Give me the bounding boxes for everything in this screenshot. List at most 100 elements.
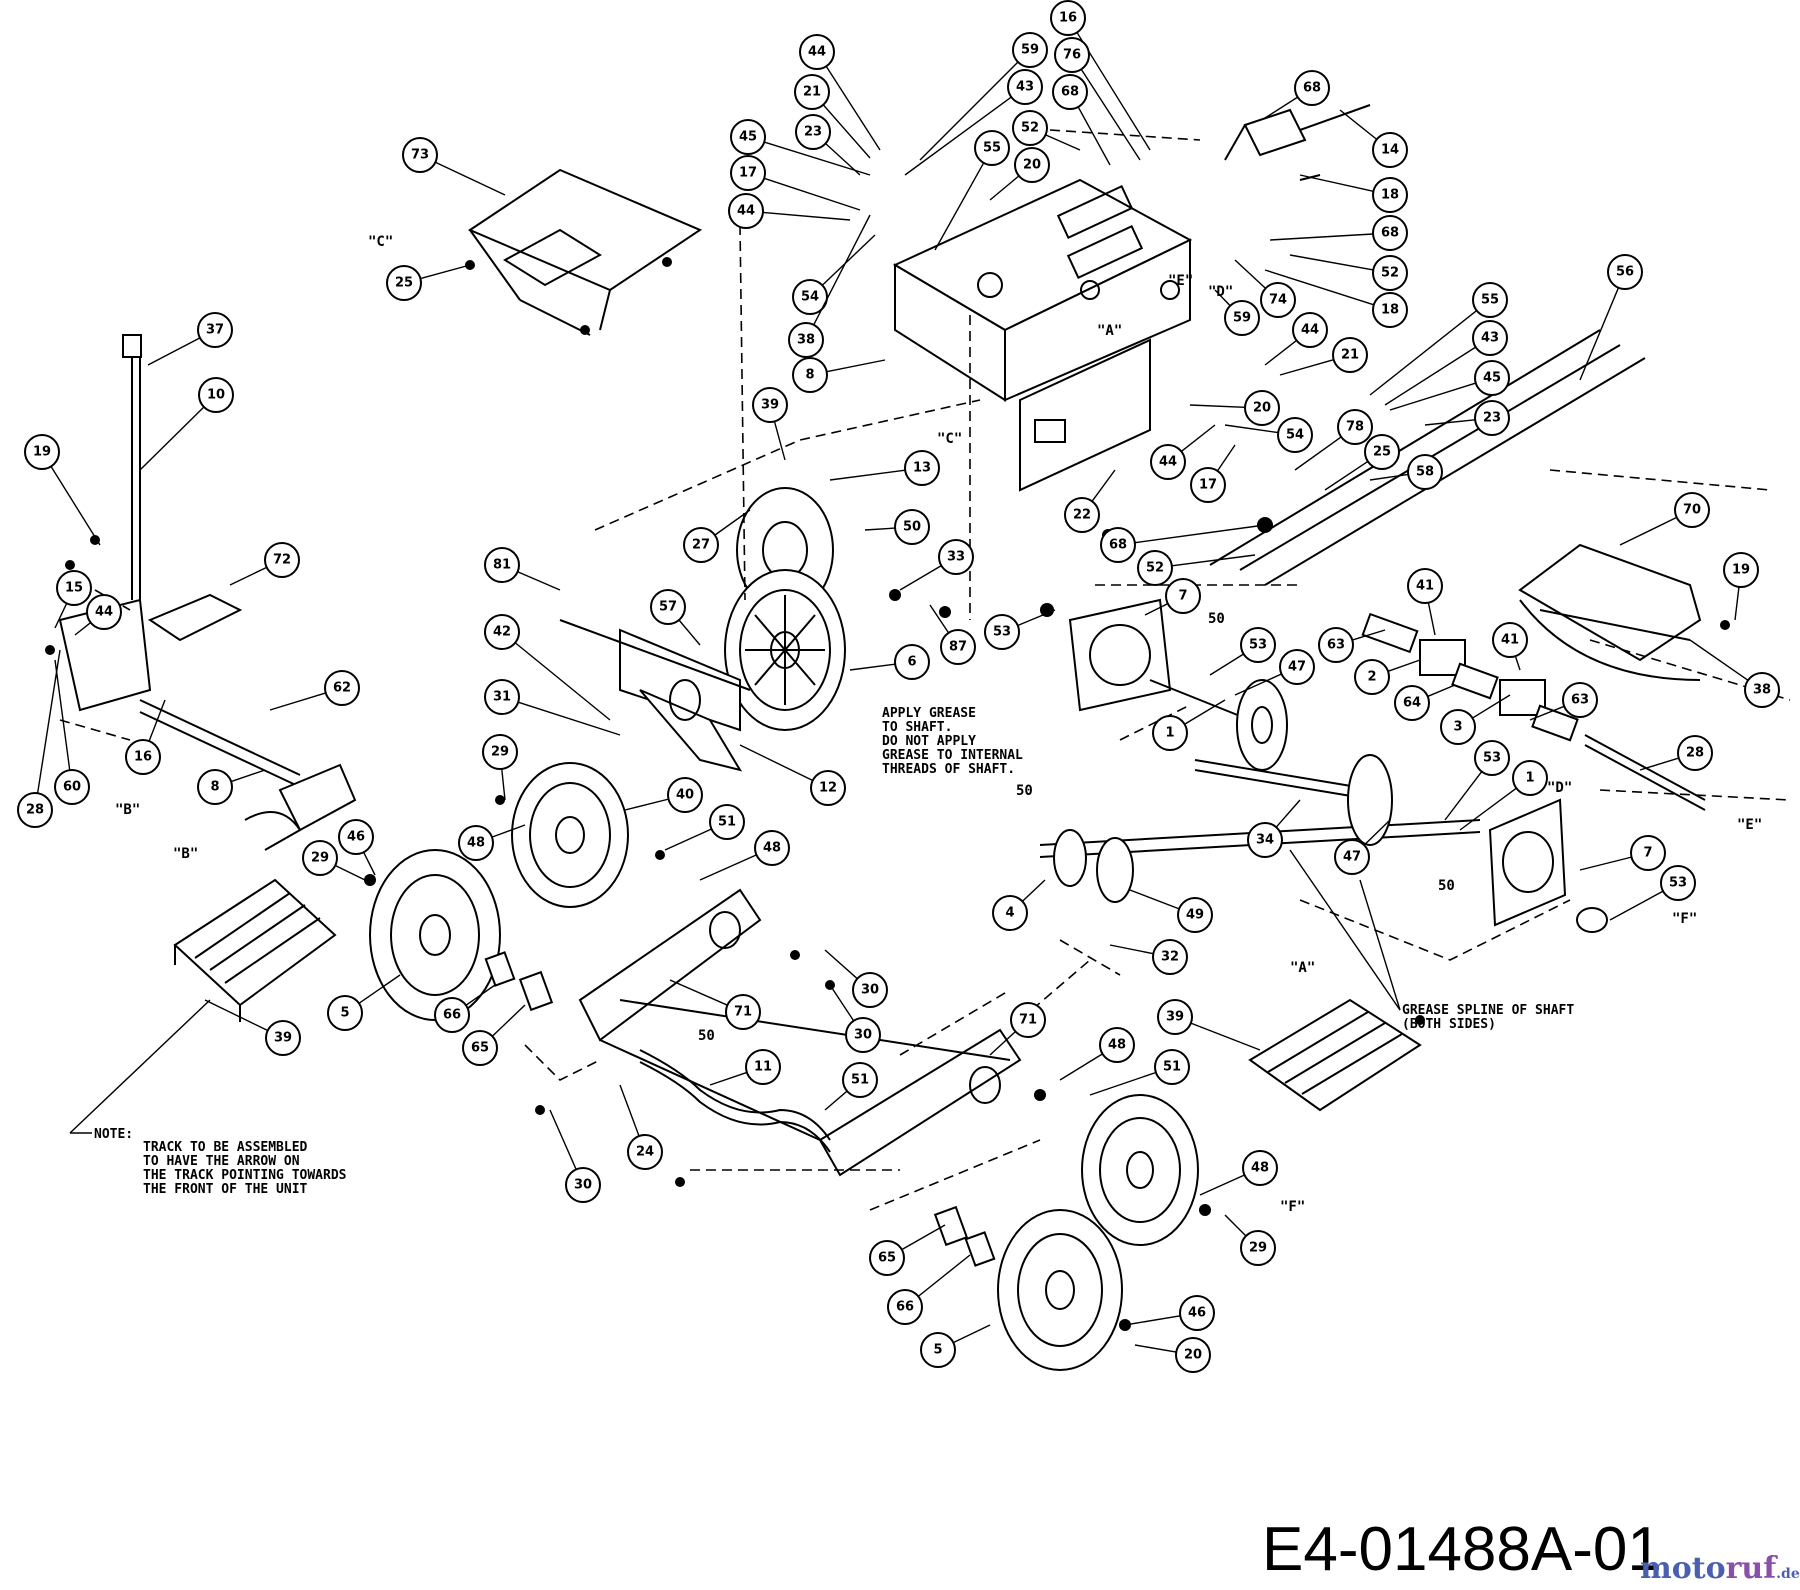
note-line: TO SHAFT.	[882, 720, 952, 735]
callout-circle	[904, 450, 940, 486]
callout-leader	[1209, 653, 1244, 676]
callout-leader	[699, 854, 757, 881]
callout-6: 6	[849, 644, 930, 680]
watermark-logo: motoruf.de	[1640, 1551, 1800, 1586]
callout-8: 8	[792, 357, 886, 393]
callout-leader	[825, 65, 881, 151]
callout-leader	[229, 566, 267, 586]
callout-87: 87	[929, 604, 976, 665]
callout-4: 4	[992, 879, 1046, 931]
callout-leader	[1045, 134, 1081, 151]
callout-number: 12	[819, 781, 837, 796]
callout-circle	[1137, 550, 1173, 586]
callout-circle	[1492, 622, 1528, 658]
note-title: NOTE:	[94, 1127, 133, 1142]
callout-number: 52	[1021, 121, 1039, 136]
callout-leader	[824, 949, 858, 980]
callout-25: 25	[386, 264, 471, 301]
callout-circle	[940, 629, 976, 665]
callout-21: 21	[794, 74, 871, 159]
callout-number: 51	[851, 1073, 869, 1088]
callout-circle	[1175, 1337, 1211, 1373]
note-line: THREADS OF SHAFT.	[882, 762, 1015, 777]
callout-leader	[1089, 1071, 1157, 1096]
callout-number: 60	[63, 780, 81, 795]
callout-leader	[50, 466, 101, 546]
callout-28: 28	[17, 649, 61, 828]
callout-number: 8	[805, 368, 814, 383]
callout-number: 1	[1525, 771, 1534, 786]
callout-number: 24	[636, 1145, 654, 1160]
callout-number: 52	[1146, 561, 1164, 576]
callout-leader	[824, 1090, 848, 1111]
wheel-5-left	[369, 849, 501, 1021]
callout-45: 45	[1389, 360, 1510, 411]
callout-59: 59	[1214, 289, 1260, 336]
callout-circle	[1372, 177, 1408, 213]
shift-lever-10	[58, 334, 243, 712]
callout-circle	[842, 1062, 878, 1098]
callout-number: 48	[467, 836, 485, 851]
callout-40: 40	[624, 777, 703, 813]
callout-number: 2	[1367, 670, 1376, 685]
callout-leader	[362, 851, 376, 876]
callout-leader	[904, 96, 1012, 176]
callout-circle	[1064, 497, 1100, 533]
callout-leader	[1352, 629, 1386, 641]
callout-leader	[139, 406, 205, 471]
callout-5: 5	[920, 1324, 991, 1368]
callout-50: 50	[864, 509, 930, 545]
callout-number: 68	[1061, 85, 1079, 100]
callout-71: 71	[669, 979, 761, 1030]
callout-circle	[754, 830, 790, 866]
callout-circle	[1472, 282, 1508, 318]
callout-leader	[1387, 659, 1421, 672]
callout-19: 19	[1723, 552, 1759, 621]
spacers-65-66	[484, 951, 996, 1267]
callout-circle	[1244, 390, 1280, 426]
callout-leader	[230, 769, 266, 783]
callout-number: 65	[878, 1251, 896, 1266]
drawn-parts	[45, 104, 1791, 1371]
callout-circle	[1279, 649, 1315, 685]
callout-number: 29	[1249, 1241, 1267, 1256]
note-track: NOTE: TRACK TO BE ASSEMBLED TO HAVE THE …	[69, 999, 347, 1197]
callout-leader	[762, 211, 851, 221]
callout-70: 70	[1619, 492, 1710, 546]
callout-circle	[198, 377, 234, 413]
callout-circle	[788, 322, 824, 358]
callout-72: 72	[229, 542, 300, 586]
callout-circle	[484, 679, 520, 715]
callout-7: 7	[1579, 835, 1666, 871]
callout-number: 41	[1501, 633, 1519, 648]
callout-47: 47	[1334, 819, 1391, 875]
note-line: GREASE SPLINE OF SHAFT	[1402, 1003, 1574, 1018]
callout-circle	[1012, 110, 1048, 146]
callout-48: 48	[699, 830, 790, 881]
callout-10: 10	[139, 377, 234, 471]
callout-number: 64	[1403, 696, 1421, 711]
callout-leader	[1264, 269, 1375, 306]
callout-number: 62	[333, 681, 351, 696]
callout-number: 3	[1453, 720, 1462, 735]
reference-label: "A"	[1290, 960, 1315, 976]
callout-circle	[1364, 434, 1400, 470]
callout-49: 49	[1129, 889, 1213, 933]
callout-number: 6	[907, 655, 916, 670]
callout-number: 5	[340, 1006, 349, 1021]
callout-leader	[1734, 586, 1740, 621]
callout-circle	[845, 1017, 881, 1053]
callout-number: 39	[761, 398, 779, 413]
callout-number: 10	[207, 388, 225, 403]
callout-16: 16	[125, 699, 166, 775]
watermark-part: moto	[1640, 1551, 1726, 1586]
callout-circle	[1242, 1150, 1278, 1186]
callout-44: 44	[1264, 312, 1328, 366]
callout-leader	[934, 162, 985, 251]
callout-circle	[683, 527, 719, 563]
note-line: APPLY GREASE	[882, 706, 976, 721]
callout-leader	[1369, 473, 1409, 481]
callout-number: 72	[273, 553, 291, 568]
reference-label: "E"	[1737, 817, 1762, 833]
callout-number: 29	[311, 851, 329, 866]
